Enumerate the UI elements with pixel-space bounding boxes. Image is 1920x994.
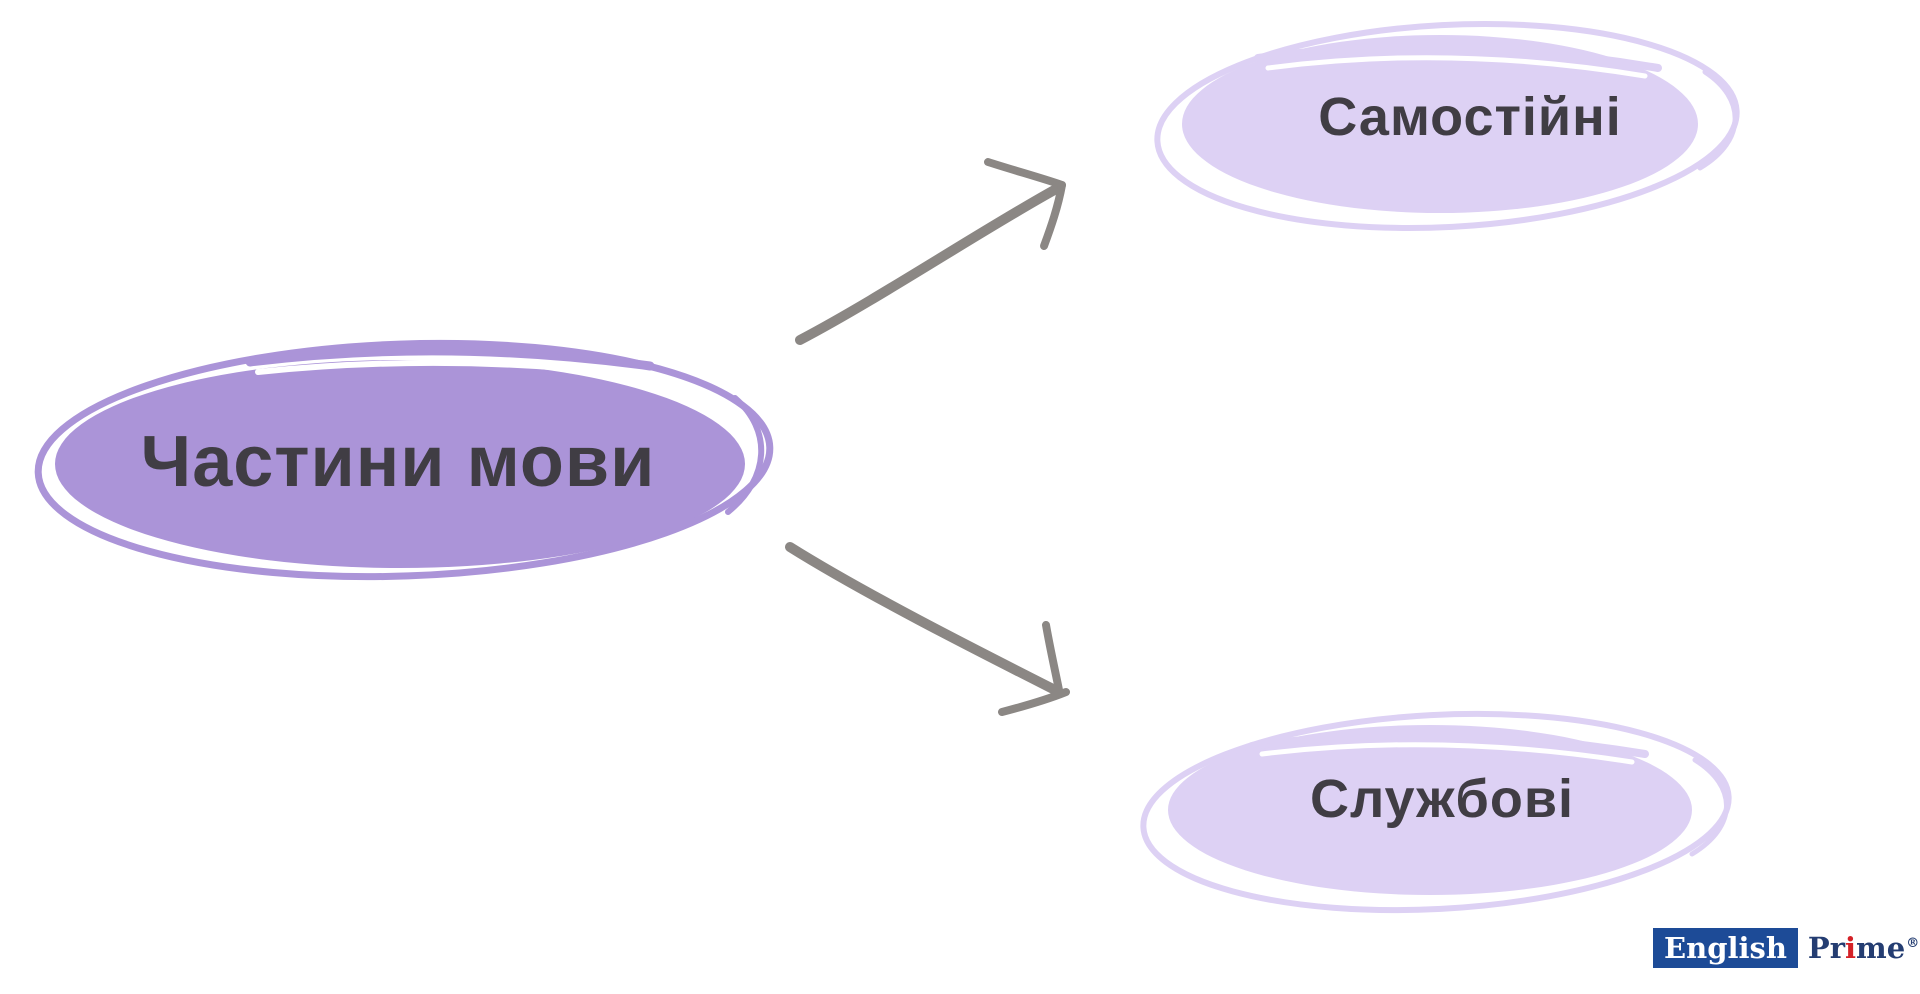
independent-bubble-label: Самостійні bbox=[1318, 87, 1622, 147]
english-prime-logo: English Prime® bbox=[1653, 928, 1919, 968]
root-bubble-sketch-tail bbox=[725, 395, 765, 515]
functional-bubble bbox=[1140, 710, 1732, 914]
root-bubble-label: Частини мови bbox=[140, 422, 656, 502]
logo-prime-post: me bbox=[1856, 931, 1906, 965]
arrow-to-independent-icon bbox=[795, 158, 1066, 345]
independent-bubble-fill bbox=[1182, 35, 1698, 213]
arrow-to-functional-icon bbox=[785, 542, 1070, 716]
registered-mark: ® bbox=[1906, 936, 1920, 952]
logo-prime-accent-i: i bbox=[1845, 931, 1857, 965]
independent-bubble bbox=[1154, 21, 1740, 231]
logo-english-box: English bbox=[1653, 928, 1798, 968]
root-bubble-sketch-gap bbox=[255, 359, 648, 379]
arrow-barb bbox=[984, 158, 1066, 189]
root-bubble-sketch-loop bbox=[34, 339, 774, 581]
independent-bubble-sketch-tail bbox=[1697, 69, 1738, 171]
functional-bubble-label: Службові bbox=[1309, 769, 1575, 829]
root-bubble-sketch-swoosh bbox=[245, 346, 655, 371]
independent-bubble-sketch-swoosh bbox=[1254, 43, 1662, 72]
functional-bubble-sketch-loop bbox=[1140, 710, 1732, 914]
functional-bubble-sketch-gap bbox=[1259, 742, 1635, 765]
root-bubble-fill bbox=[55, 360, 745, 568]
logo-prime-text: Prime® bbox=[1808, 928, 1919, 968]
independent-bubble-sketch-gap bbox=[1265, 55, 1648, 79]
arrow-shaft bbox=[795, 183, 1063, 345]
arrow-barb bbox=[998, 688, 1070, 716]
root-bubble bbox=[34, 339, 774, 581]
functional-bubble-fill bbox=[1168, 725, 1692, 895]
functional-bubble-sketch-tail bbox=[1689, 757, 1729, 857]
arrow-barb bbox=[1042, 621, 1063, 694]
logo-prime-pre: Pr bbox=[1807, 931, 1846, 965]
arrow-barb bbox=[1040, 181, 1066, 250]
functional-bubble-sketch-swoosh bbox=[1248, 730, 1649, 758]
arrow-shaft bbox=[785, 542, 1060, 695]
